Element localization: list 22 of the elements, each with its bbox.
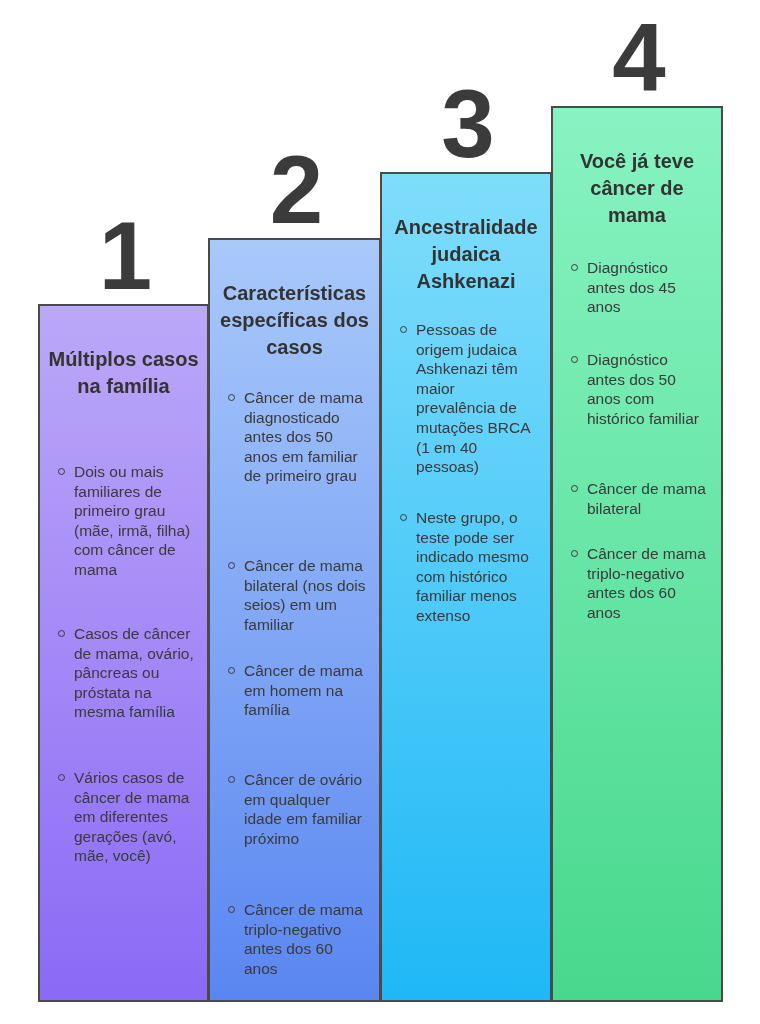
bullet-text: Câncer de mama bilateral [587,479,707,519]
column-heading: Múltiplos casos na família [48,347,199,399]
bullet-text: Câncer de mama em homem na família [244,661,364,720]
bullet-text: Câncer de mama bilateral (nos dois seios) em um familiar [244,556,367,635]
bullet-text: Diagnóstico antes dos 45 anos [587,258,677,317]
column-heading: Características específicas dos casos [219,281,370,360]
bullet-text: Casos de câncer de mama, ovário, pâncreas ou próstata na mesma família [74,624,195,722]
bullet-text: Diagnóstico antes dos 50 anos com histórico familiar [587,350,700,429]
bullet-text: Câncer de mama triplo-negativo antes dos 60 anos [244,900,364,979]
step-number: 3 [440,76,496,172]
bullet-text: Vários casos de câncer de mama em diferentes gerações (avó, mãe, você) [74,768,191,866]
column-heading: Você já teve câncer de mama [578,149,696,228]
bullet-text: Câncer de mama diagnosticado antes dos 50 anos em familiar de primeiro grau [244,388,364,486]
step-number: 1 [97,208,154,304]
step-number: 2 [268,142,325,238]
bullet-text: Neste grupo, o teste pode ser indicado mesmo com histórico familiar menos extenso [416,508,530,626]
bullet-text: Câncer de ovário em qualquer idade em familiar próximo [244,770,364,849]
bullet-text: Pessoas de origem judaica Ashkenazi têm maior prevalência de mutações BRCA (1 em 40 pessoas) [416,320,532,477]
column-heading: Ancestralidade judaica Ashkenazi [393,215,539,294]
bullet-text: Câncer de mama triplo-negativo antes dos 60 anos [587,544,707,623]
step-number: 4 [611,10,667,106]
bullet-text: Dois ou mais familiares de primeiro grau (mãe, irmã, filha) com câncer de mama [74,462,192,580]
